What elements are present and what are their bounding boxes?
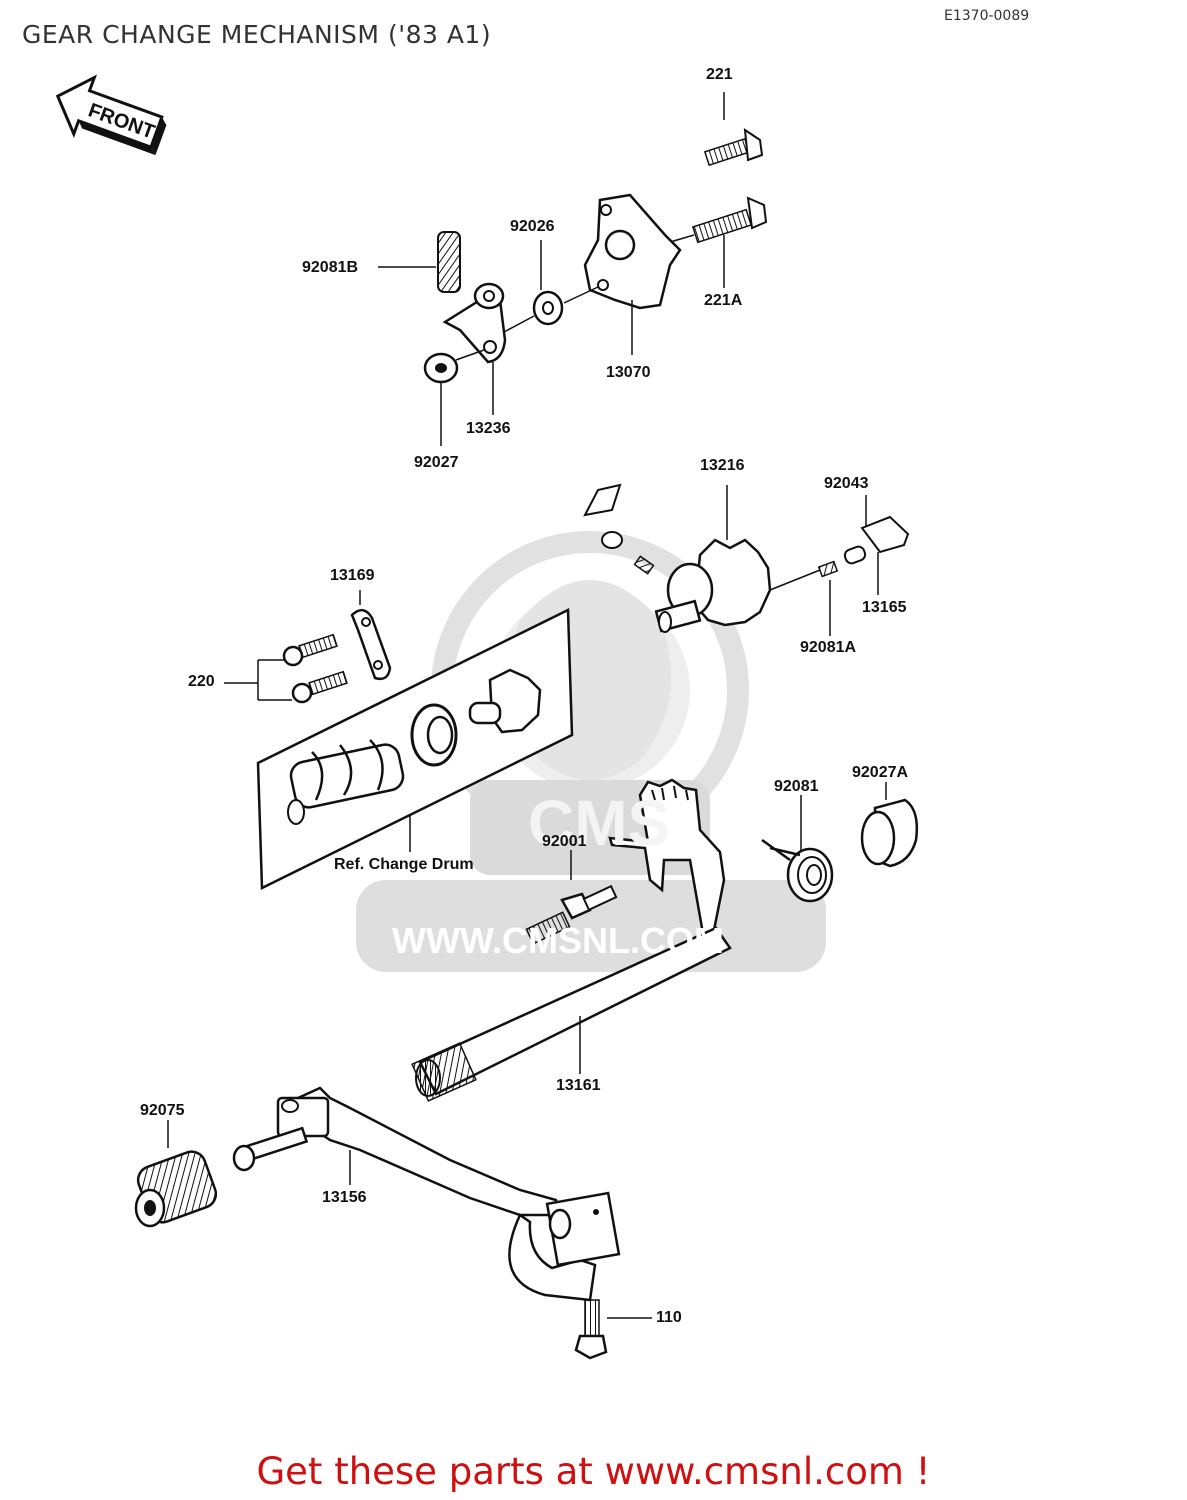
plate-13070-icon: [583, 193, 682, 355]
part-label-220[interactable]: 220: [188, 673, 215, 690]
screws-220-icon: [224, 633, 348, 704]
change-drum-reference-box: [256, 608, 574, 890]
part-label-92081[interactable]: 92081: [774, 778, 819, 795]
watermark-url: WWW.CMSNL.COM: [392, 920, 724, 961]
watermark-logo-text: CMS: [528, 787, 671, 859]
cmsnl-link[interactable]: Get these parts at www.cmsnl.com !: [256, 1450, 931, 1493]
part-label-92027a[interactable]: 92027A: [852, 764, 909, 781]
spring-92081-icon: [761, 795, 834, 903]
part-label-92027[interactable]: 92027: [414, 454, 459, 471]
stopper-13165-icon: [860, 515, 910, 595]
bolt-221-icon: [703, 92, 764, 167]
part-label-92081a[interactable]: 92081A: [800, 639, 857, 656]
collar-92027-icon: [423, 349, 485, 446]
shift-shaft-13161-icon: [411, 778, 732, 1102]
part-label-110[interactable]: 110: [656, 1309, 682, 1326]
shaft-13216-icon: [583, 483, 821, 633]
spring-92081a-icon: [817, 560, 839, 636]
part-label-92026[interactable]: 92026: [510, 218, 555, 235]
shift-pedal-13156-icon: [232, 1086, 621, 1302]
part-label-13156[interactable]: 13156: [322, 1189, 367, 1206]
plate-13169-icon: [350, 590, 392, 681]
part-label-13165[interactable]: 13165: [862, 599, 907, 616]
part-label-13161[interactable]: 13161: [556, 1077, 601, 1094]
part-label-221a[interactable]: 221A: [704, 292, 743, 309]
part-label-92075[interactable]: 92075: [140, 1102, 185, 1119]
diagram-ref-code: E1370-0089: [944, 8, 1030, 24]
collar-92027a-icon: [860, 782, 919, 868]
diagram-title: GEAR CHANGE MECHANISM ('83 A1): [22, 20, 492, 49]
pin-92043-icon: [843, 495, 867, 565]
stud-92001-icon: [525, 850, 618, 945]
part-label-13070[interactable]: 13070: [606, 364, 651, 381]
part-label-13169[interactable]: 13169: [330, 567, 375, 584]
change-drum-reference-label: Ref. Change Drum: [334, 856, 474, 873]
part-label-13236[interactable]: 13236: [466, 420, 511, 437]
part-label-92081b[interactable]: 92081B: [302, 259, 359, 276]
pedal-rubber-92075-icon: [134, 1120, 218, 1228]
part-label-92043[interactable]: 92043: [824, 475, 869, 492]
bolt-221a-icon: [659, 196, 768, 288]
part-label-221[interactable]: 221: [706, 66, 733, 83]
washer-92026-icon: [503, 240, 599, 333]
bolt-110-icon: [574, 1299, 652, 1360]
link-13236-icon: [442, 282, 507, 415]
front-arrow-icon: FRONT: [55, 74, 167, 156]
part-label-13216[interactable]: 13216: [700, 457, 745, 474]
part-label-92001[interactable]: 92001: [542, 833, 587, 850]
spring-92081b-icon: [378, 231, 461, 293]
